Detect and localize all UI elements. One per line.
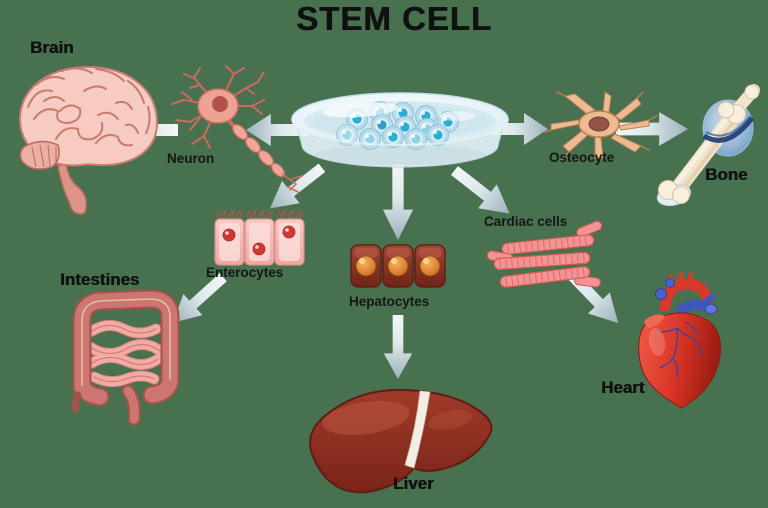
cardiac-cells-icon xyxy=(486,220,603,288)
arrow-hepatocytes-to-liver xyxy=(383,315,413,379)
arrow-dish-to-osteocyte xyxy=(488,113,548,145)
brain-label: Brain xyxy=(30,38,74,57)
stem-cell-dish-icon xyxy=(291,92,509,168)
enterocytes-label: Enterocytes xyxy=(206,265,284,280)
arrow-dish-to-hepatocytes xyxy=(382,164,414,240)
heart-icon xyxy=(638,272,721,409)
bone-label: Bone xyxy=(705,165,748,184)
arrow-enterocytes-to-intestines xyxy=(172,273,227,323)
arrow-osteocyte-to-bone xyxy=(616,112,688,146)
liver-icon xyxy=(309,388,493,494)
intestines-icon xyxy=(71,289,180,426)
brain-icon xyxy=(18,65,159,215)
intestines-label: Intestines xyxy=(60,270,140,289)
diagram-title: STEM CELL xyxy=(296,0,492,37)
arrow-dish-to-neuron xyxy=(246,114,308,146)
arrow-dish-to-cardiac-cells xyxy=(450,165,510,214)
enterocytes-icon xyxy=(214,208,305,266)
hepatocytes-icon xyxy=(350,244,446,288)
hepatocytes-label: Hepatocytes xyxy=(349,294,430,309)
neuron-label: Neuron xyxy=(167,151,215,166)
arrow-dish-to-enterocytes xyxy=(269,163,326,209)
cardiac-cells-label: Cardiac cells xyxy=(484,214,568,229)
osteocyte-label: Osteocyte xyxy=(549,150,615,165)
osteocyte-icon xyxy=(544,91,658,161)
bone-icon xyxy=(656,84,760,207)
neuron-icon xyxy=(171,65,303,193)
liver-label: Liver xyxy=(393,474,434,493)
heart-label: Heart xyxy=(601,378,645,397)
